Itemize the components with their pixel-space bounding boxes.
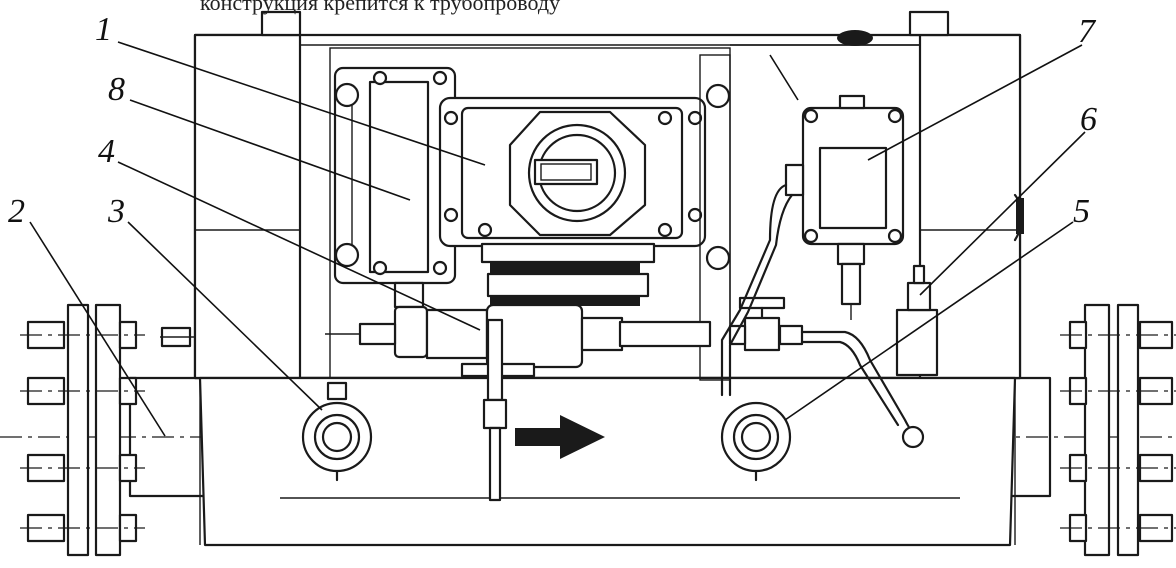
fitting-3 — [301, 381, 373, 482]
right-flange — [1060, 303, 1176, 557]
housing — [193, 10, 1024, 547]
caption-text: конструкция крепится к трубопроводу — [200, 0, 561, 15]
valve — [728, 296, 925, 449]
enclosure-8 — [333, 66, 457, 309]
junction-box-7 — [720, 94, 905, 397]
callout-8: 8 — [108, 71, 125, 108]
callout-7: 7 — [1078, 13, 1097, 50]
callout-1: 1 — [95, 11, 112, 48]
right-bolts — [1060, 320, 1176, 543]
cable-glands — [480, 242, 656, 306]
fitting-5 — [720, 401, 792, 482]
flow-arrow — [515, 415, 605, 459]
callout-4: 4 — [98, 133, 115, 170]
callout-2: 2 — [8, 193, 25, 230]
left-flange — [20, 303, 145, 557]
callout-6: 6 — [1080, 101, 1097, 138]
electronic-unit-1 — [438, 54, 731, 381]
sensor-4 — [325, 303, 712, 502]
callout-labels: 1 2 3 4 5 6 7 8 — [8, 11, 1097, 230]
side-gland — [160, 326, 195, 348]
leader-lines — [29, 41, 1086, 437]
callout-5: 5 — [1073, 193, 1090, 230]
callout-3: 3 — [107, 193, 125, 230]
